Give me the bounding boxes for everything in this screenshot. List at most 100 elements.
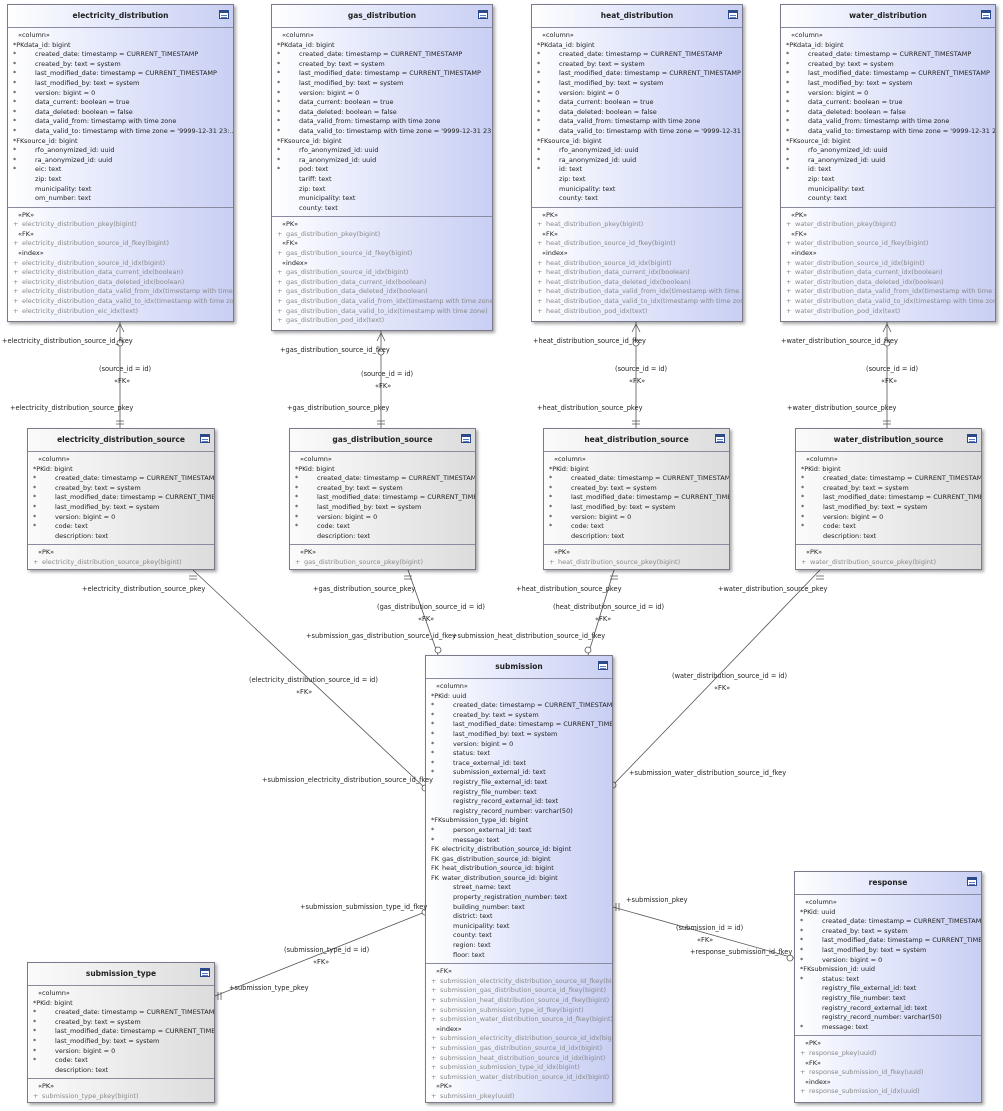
constraint-row[interactable]: +submission_submission_type_id_fkey(bigi… bbox=[426, 1006, 612, 1016]
column-row[interactable]: *code: text bbox=[290, 522, 475, 532]
column-row[interactable]: *created_by: text = system bbox=[781, 60, 995, 70]
column-row[interactable]: description: text bbox=[796, 532, 981, 542]
column-row[interactable]: property_registration_number: text bbox=[426, 893, 612, 903]
column-row[interactable]: zip: text bbox=[8, 175, 233, 185]
constraint-row[interactable]: +response_submission_id_idx(uuid) bbox=[795, 1087, 981, 1097]
column-row[interactable]: *code: text bbox=[544, 522, 729, 532]
column-row[interactable]: *ra_anonymized_id: uuid bbox=[272, 156, 492, 166]
column-row[interactable]: floor: text bbox=[426, 951, 612, 961]
column-row[interactable]: description: text bbox=[28, 532, 214, 542]
column-row[interactable]: registry_file_number: text bbox=[426, 788, 612, 798]
constraint-row[interactable]: +electricity_distribution_data_valid_fro… bbox=[8, 287, 233, 297]
constraint-row[interactable]: +water_distribution_source_id_fkey(bigin… bbox=[781, 239, 995, 249]
column-row[interactable]: *created_date: timestamp = CURRENT_TIMES… bbox=[290, 474, 475, 484]
column-row[interactable]: *created_by: text = system bbox=[8, 60, 233, 70]
column-row[interactable]: description: text bbox=[290, 532, 475, 542]
constraint-row[interactable]: +water_distribution_pkey(bigint) bbox=[781, 220, 995, 230]
column-row[interactable]: building_number: text bbox=[426, 903, 612, 913]
column-row[interactable]: *last_modified_by: text = system bbox=[28, 503, 214, 513]
constraint-row[interactable]: +heat_distribution_source_pkey(bigint) bbox=[544, 558, 729, 568]
column-row[interactable]: *data_valid_from: timestamp with time zo… bbox=[8, 117, 233, 127]
column-row[interactable]: *data_current: boolean = true bbox=[532, 98, 742, 108]
column-row[interactable]: county: text bbox=[781, 194, 995, 204]
column-row[interactable]: *created_date: timestamp = CURRENT_TIMES… bbox=[795, 917, 981, 927]
column-row[interactable]: *data_current: boolean = true bbox=[781, 98, 995, 108]
column-row[interactable]: *rfo_anonymized_id: uuid bbox=[8, 146, 233, 156]
column-row[interactable]: *data_deleted: boolean = false bbox=[781, 108, 995, 118]
constraint-row[interactable]: +submission_pkey(uuid) bbox=[426, 1092, 612, 1102]
column-row[interactable]: zip: text bbox=[532, 175, 742, 185]
column-row[interactable]: registry_record_number: varchar(50) bbox=[795, 1013, 981, 1023]
column-row[interactable]: *data_deleted: boolean = false bbox=[532, 108, 742, 118]
column-row[interactable]: municipality: text bbox=[781, 185, 995, 195]
constraint-row[interactable]: +submission_water_distribution_source_id… bbox=[426, 1073, 612, 1083]
column-row[interactable]: *created_date: timestamp = CURRENT_TIMES… bbox=[426, 701, 612, 711]
constraint-row[interactable]: +submission_heat_distribution_source_id_… bbox=[426, 996, 612, 1006]
constraint-row[interactable]: +gas_distribution_source_id_idx(bigint) bbox=[272, 268, 492, 278]
column-row[interactable]: *status: text bbox=[426, 749, 612, 759]
constraint-row[interactable]: +response_pkey(uuid) bbox=[795, 1049, 981, 1059]
column-row[interactable]: *last_modified_by: text = system bbox=[28, 1037, 214, 1047]
column-row[interactable]: *created_by: text = system bbox=[28, 1018, 214, 1028]
column-row[interactable]: *created_by: text = system bbox=[290, 484, 475, 494]
column-row[interactable]: registry_record_external_id: text bbox=[795, 1004, 981, 1014]
column-row[interactable]: *code: text bbox=[28, 1056, 214, 1066]
column-row[interactable]: *data_valid_to: timestamp with time zone… bbox=[8, 127, 233, 137]
column-row[interactable]: *id: text bbox=[781, 165, 995, 175]
constraint-row[interactable]: +water_distribution_data_deleted_idx(boo… bbox=[781, 278, 995, 288]
constraint-row[interactable]: +electricity_distribution_source_pkey(bi… bbox=[28, 558, 214, 568]
column-row[interactable]: county: text bbox=[272, 204, 492, 214]
constraint-row[interactable]: +gas_distribution_data_valid_from_idx(ti… bbox=[272, 297, 492, 307]
column-row[interactable]: county: text bbox=[426, 931, 612, 941]
column-row[interactable]: *version: bigint = 0 bbox=[795, 956, 981, 966]
column-row[interactable]: *last_modified_date: timestamp = CURRENT… bbox=[426, 720, 612, 730]
column-row[interactable]: *rfo_anonymized_id: uuid bbox=[272, 146, 492, 156]
column-row[interactable]: *data_valid_to: timestamp with time zone… bbox=[272, 127, 492, 137]
column-row[interactable]: *data_valid_to: timestamp with time zone… bbox=[781, 127, 995, 137]
column-row[interactable]: *data_current: boolean = true bbox=[272, 98, 492, 108]
column-row[interactable]: district: text bbox=[426, 912, 612, 922]
entity-electricity-distribution-source[interactable]: electricity_distribution_source«column»*… bbox=[27, 428, 215, 570]
column-row[interactable]: *code: text bbox=[796, 522, 981, 532]
column-row[interactable]: *version: bigint = 0 bbox=[796, 513, 981, 523]
constraint-row[interactable]: +electricity_distribution_eic_idx(text) bbox=[8, 307, 233, 317]
column-row[interactable]: *created_by: text = system bbox=[795, 927, 981, 937]
column-row[interactable]: *created_date: timestamp = CURRENT_TIMES… bbox=[796, 474, 981, 484]
column-row[interactable]: *submission_external_id: text bbox=[426, 768, 612, 778]
constraint-row[interactable]: +submission_water_distribution_source_id… bbox=[426, 1015, 612, 1025]
constraint-row[interactable]: +heat_distribution_data_valid_from_idx(t… bbox=[532, 287, 742, 297]
constraint-row[interactable]: +gas_distribution_data_deleted_idx(boole… bbox=[272, 287, 492, 297]
column-row[interactable]: om_number: text bbox=[8, 194, 233, 204]
column-row[interactable]: *created_by: text = system bbox=[28, 484, 214, 494]
column-row[interactable]: *last_modified_by: text = system bbox=[426, 730, 612, 740]
column-row[interactable]: *message: text bbox=[795, 1023, 981, 1033]
constraint-row[interactable]: +heat_distribution_data_valid_to_idx(tim… bbox=[532, 297, 742, 307]
column-row[interactable]: *version: bigint = 0 bbox=[272, 89, 492, 99]
constraint-row[interactable]: +gas_distribution_data_current_idx(boole… bbox=[272, 278, 492, 288]
column-row[interactable]: *trace_external_id: text bbox=[426, 759, 612, 769]
column-row[interactable]: *data_deleted: boolean = false bbox=[272, 108, 492, 118]
constraint-row[interactable]: +electricity_distribution_source_id_idx(… bbox=[8, 259, 233, 269]
column-row[interactable]: registry_record_number: varchar(50) bbox=[426, 807, 612, 817]
column-row[interactable]: *last_modified_by: text = system bbox=[272, 79, 492, 89]
column-row[interactable]: *data_valid_from: timestamp with time zo… bbox=[532, 117, 742, 127]
